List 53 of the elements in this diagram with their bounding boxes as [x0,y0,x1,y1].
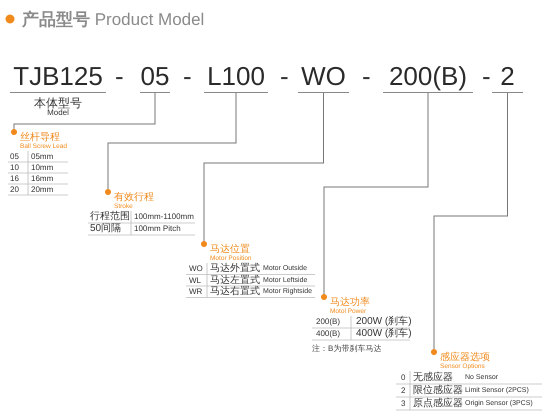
section-heading: 感应器选项 [440,352,490,363]
table-cell: 马达右置式 [210,286,260,298]
table-cell: 原点感应器 [413,397,463,410]
table-cell: 20mm [31,184,54,195]
table-cell: 10mm [31,162,54,173]
table-cell: 马达外置式 [210,263,260,274]
code-segment: WO [298,61,349,93]
table-cell-text: 0 [401,372,406,384]
leader-line [200,92,324,248]
leader-line [10,92,156,136]
table-cell: 50间隔 [90,223,122,235]
table-cell: 400W (刹车) [356,328,412,340]
section-heading: 丝杆导程 [20,132,61,143]
table-cell: 200(B) [316,316,340,328]
table-cell-text: 3 [401,398,406,410]
leader-line [104,92,236,196]
table-cell: 05 [10,151,19,162]
section-heading: 马达位置 [210,244,251,255]
table-cell: WL [189,274,201,286]
separator-dash: - [115,61,124,92]
code-segment: 2 [492,61,523,93]
table-cell-text: 2 [401,385,406,397]
separator-dash: - [362,61,371,92]
table-cell: 10 [10,162,19,173]
table-cell: 限位感应器 [413,384,463,397]
table-cell: 400(B) [316,328,340,340]
table-cell: 16 [10,173,19,184]
table-cell: 100mm Pitch [134,223,181,235]
code-segment: 200(B) [383,61,473,93]
table-cell: 无感应器 [413,371,453,384]
leader-line [430,92,508,356]
table-cell: 16mm [31,173,54,184]
section-heading: 有效行程 [114,192,154,203]
node-label: 本体型号 [33,95,83,110]
code-segment: L100 [204,61,268,93]
separator-dash: - [482,61,491,92]
table-cell: 05mm [31,151,54,162]
table-cell: WR [189,286,202,298]
note: 注：B为带刹车马达 [312,343,382,354]
code-segment: 05 [140,61,170,93]
table-cell: WO [189,263,203,274]
node-sublabel: Model [47,108,69,117]
section-heading: 马达功率 [330,297,370,308]
separator-dash: - [280,61,289,92]
table-cell: 20 [10,184,19,195]
table-cell: 行程范围 [90,211,130,223]
code-segment: TJB125 [10,61,106,93]
table-cell: 100mm-1100mm [134,211,194,223]
leader-line [320,92,428,300]
title: 产品型号 Product Model [22,9,204,31]
table-cell-text: 马达左置式 [210,274,260,286]
separator-dash: - [183,61,192,92]
table-cell-text: 200W (刹车) [356,316,412,328]
